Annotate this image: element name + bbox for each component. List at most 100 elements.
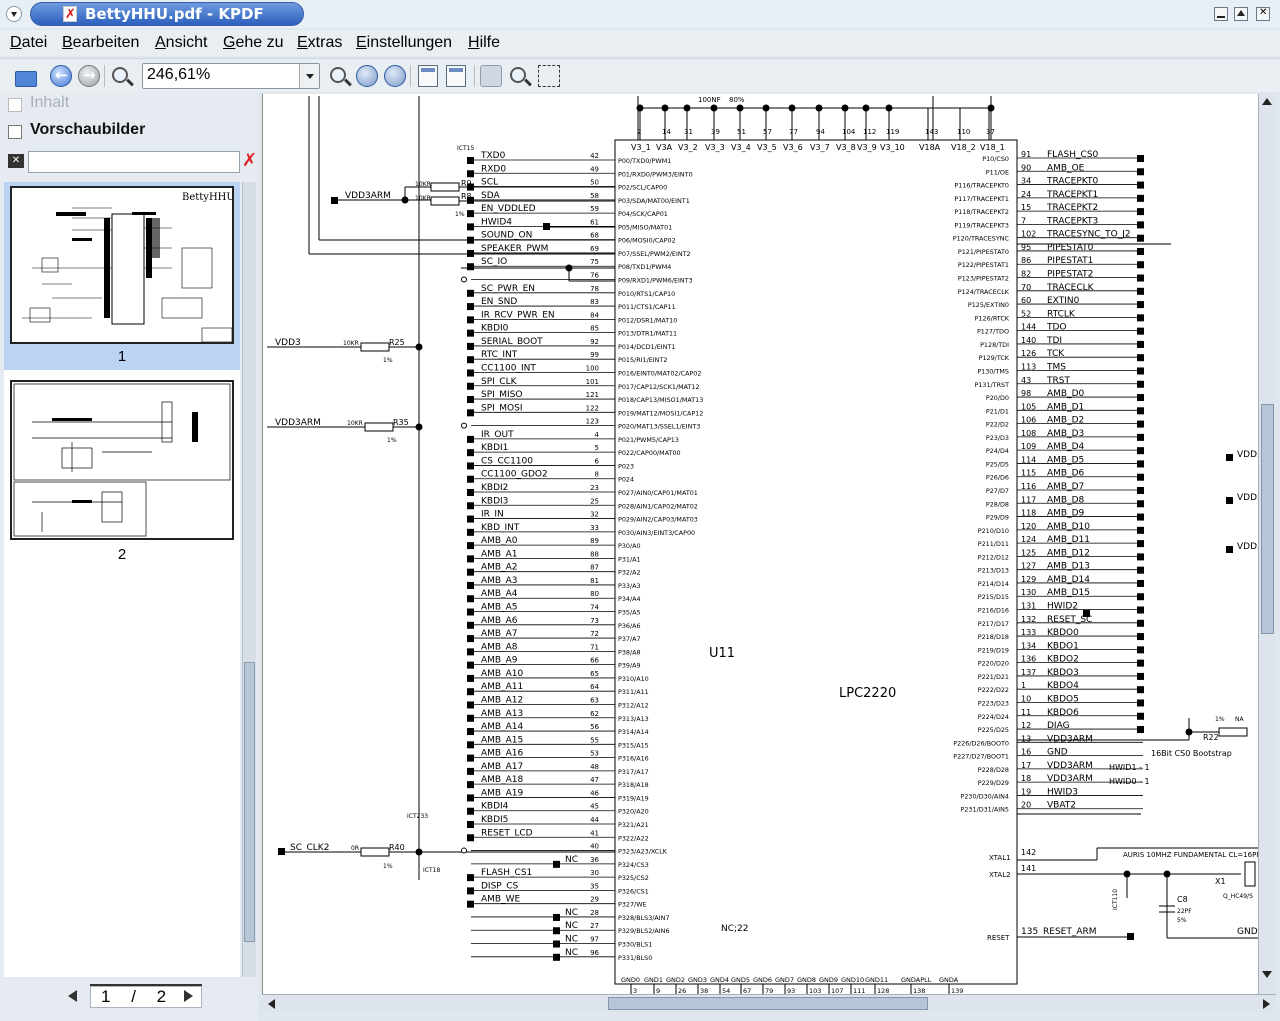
left-pin-name: P017/CAP12/SCK1/MAT12 [618,383,700,391]
vertical-scrollbar[interactable] [1258,94,1276,994]
right-net-label: PIPESTAT2 [1047,270,1093,280]
zoom-in-icon[interactable] [112,67,128,83]
power-pin-number: 112 [863,128,876,136]
gnd-pin-number: 26 [678,987,686,994]
menu-bearbeiten[interactable]: Bearbeiten [62,34,140,51]
net-connector [467,648,474,656]
filter-pdf-icon[interactable]: ✗ [242,150,258,171]
menu-einstellungen[interactable]: Einstellungen [356,34,453,51]
scroll-down-icon[interactable] [1262,971,1272,978]
scroll-up-icon[interactable] [1262,98,1272,105]
left-pin-number: 85 [590,325,599,333]
scroll-left-icon[interactable] [268,999,275,1009]
zoom-out-icon[interactable] [330,67,346,83]
testpoint-ict15: ICT15 [457,145,474,152]
maximize-button[interactable] [1234,7,1248,21]
right-pin-number: 137 [1021,668,1036,677]
menu-extras[interactable]: Extras [297,34,343,51]
page-number-box[interactable]: 1 / 2 [90,984,202,1008]
net-connector [467,223,474,231]
net-connector [1137,619,1144,627]
left-net-label: AMB_A18 [481,775,523,785]
chip-body [614,139,1018,985]
fit-width-icon[interactable] [418,65,438,87]
net-connector [1137,340,1144,348]
net-connector [467,382,474,390]
chevron-down-icon[interactable] [299,64,319,88]
net-connector [467,210,474,218]
vertical-scroll-thumb[interactable] [1261,404,1274,634]
power-pin-name: V18_1 [980,143,1005,152]
menu-ansicht[interactable]: Ansicht [155,34,208,51]
r40-tol: 1% [383,863,393,870]
menu-gehe-zu[interactable]: Gehe zu [223,34,284,51]
menu-datei[interactable]: Datei [10,34,48,51]
right-pin-name: P22/D2 [986,421,1009,429]
net-connector [1137,726,1144,734]
close-button[interactable] [1256,7,1270,21]
previous-page-icon[interactable] [68,990,77,1002]
sidebar-scrollbar[interactable] [242,182,256,977]
gnd-pin-name: GND5 [731,976,750,984]
toolbar-separator [104,65,105,87]
right-net-label: TRACESYNC_TO_J2 [1046,230,1131,240]
current-page[interactable]: 1 [101,987,111,1006]
gnd-pin-number: 67 [743,987,751,994]
browse-mouse-icon[interactable] [480,65,502,87]
left-net-label: AMB_A6 [481,616,518,626]
right-pin-name: P214/D14 [978,580,1009,588]
power-junction [885,104,893,112]
horizontal-scroll-thumb[interactable] [608,997,928,1010]
tab-thumbnails[interactable]: Vorschaubilder [4,121,256,145]
left-pin-name: P322/A22 [618,834,649,842]
left-pin-name: P33/A3 [618,582,641,590]
thumbnail-page-2[interactable] [10,380,234,540]
net-connector [467,342,474,350]
right-net-label: AMB_D7 [1047,482,1084,492]
fit-page-icon[interactable] [446,65,466,87]
zoom-tool-icon[interactable] [510,67,526,83]
right-pin-number: 136 [1021,655,1036,664]
tab-contents[interactable]: Inhalt [4,94,256,118]
horizontal-scrollbar[interactable] [262,994,1276,1012]
power-pin-number: 14 [662,128,671,136]
right-pin-name: P227/D27/BOOT1 [953,753,1009,761]
right-pin-number: 129 [1021,575,1036,584]
forward-arrow-icon[interactable] [78,65,100,87]
scroll-right-icon[interactable] [1263,999,1270,1009]
power-junction [736,104,744,112]
left-pin-number: 80 [590,590,599,598]
window-menu-button[interactable] [6,6,22,22]
clear-filter-icon[interactable]: ✕ [8,154,24,168]
right-pin-number: 115 [1021,469,1036,478]
rotate-left-icon[interactable] [356,65,378,87]
minimize-button[interactable] [1214,7,1228,21]
right-net-label: KBDO5 [1047,694,1079,704]
right-pin-number: 34 [1021,177,1031,186]
net-connector [1137,686,1144,694]
left-pin-number: 47 [590,776,599,784]
left-net-label: NC [565,948,578,958]
left-pin-number: 23 [590,484,599,492]
right-pin-number: 114 [1021,455,1036,464]
right-net-label: AMB_D9 [1047,509,1085,519]
menu-hilfe[interactable]: Hilfe [468,34,501,51]
menu-bar: Datei Bearbeiten Ansicht Gehe zu Extras … [0,30,1280,56]
thumbnail-page-1[interactable]: BettyHHU [10,186,234,344]
net-connector [1137,327,1144,335]
next-page-icon[interactable] [184,990,193,1002]
left-pin-number: 63 [590,696,599,704]
left-pin-name: P027/AIN0/CAP01/MAT01 [618,489,698,497]
zoom-combobox[interactable]: 246,61% [142,63,320,89]
filter-input[interactable] [28,151,240,173]
back-arrow-icon[interactable] [50,65,72,87]
left-pin-number: 59 [590,205,599,213]
select-tool-icon[interactable] [538,65,560,87]
left-net-label: AMB_A3 [481,576,517,586]
open-folder-icon[interactable] [14,65,37,87]
sidebar-scroll-thumb[interactable] [244,662,255,942]
right-pin-name: P217/D17 [978,620,1009,628]
net-connector [1137,314,1144,322]
rotate-right-icon[interactable] [384,65,406,87]
